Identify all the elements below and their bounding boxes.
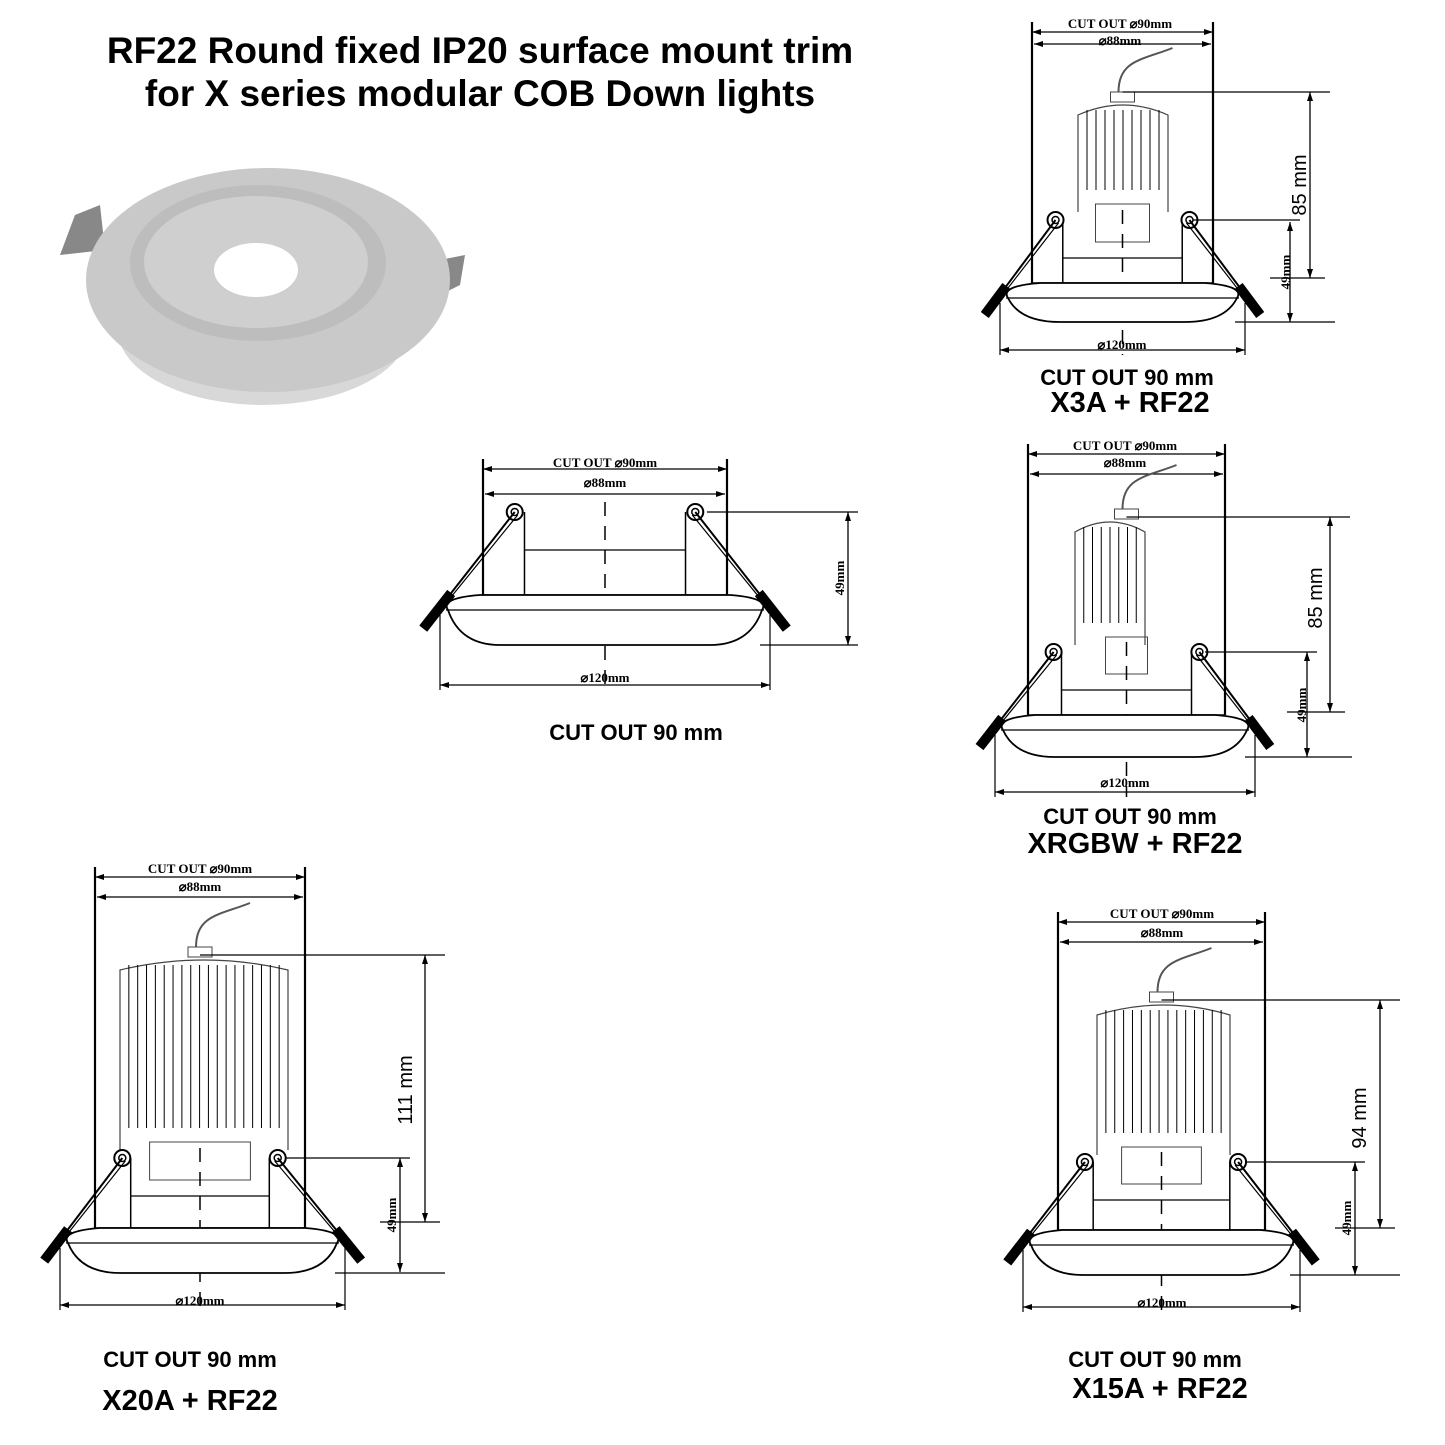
model-label: XRGBW + RF22	[1027, 828, 1242, 860]
cable-gland	[1114, 508, 1139, 520]
caption: CUT OUT 90 mm	[103, 1347, 277, 1372]
spring-tip	[331, 1226, 366, 1264]
diagram-xrgbw	[975, 444, 1352, 797]
cutout-dim-label: CUT OUT ⌀90mm	[1110, 906, 1214, 921]
inner-dim-label: ⌀88mm	[179, 879, 222, 894]
trim-clip-left	[60, 205, 105, 255]
title-line-2: for X series modular COB Down lights	[145, 73, 815, 114]
cable-gland	[1110, 91, 1135, 103]
trim-height-label: 49mm	[1278, 255, 1293, 290]
outer-dim-label: ⌀120mm	[1101, 775, 1150, 790]
power-cable	[1121, 464, 1177, 510]
diagram-trim	[419, 459, 858, 690]
height-dim-label: 85 mm	[1289, 154, 1311, 215]
spring-tip	[754, 589, 791, 632]
outer-dim-label: ⌀120mm	[581, 670, 630, 685]
inner-dim-label: ⌀88mm	[1104, 455, 1147, 470]
trim-hole	[214, 243, 298, 297]
trim-height-label: 49mm	[1294, 688, 1309, 723]
product-photo	[60, 168, 465, 405]
height-dim-label: 85 mm	[1305, 567, 1327, 628]
outer-dim-label: ⌀120mm	[1138, 1295, 1187, 1310]
spring-tip	[1288, 1228, 1320, 1266]
trim-ring	[65, 1227, 340, 1274]
spring-tip	[1234, 283, 1265, 319]
trim-height-label: 49mm	[1339, 1201, 1354, 1236]
height-dim-label: 94 mm	[1349, 1087, 1371, 1148]
power-cable	[1156, 947, 1212, 993]
spring-tip	[975, 714, 1007, 751]
outer-dim-label: ⌀120mm	[1098, 337, 1147, 352]
model-label: X3A + RF22	[1050, 387, 1209, 419]
inner-dim-label: ⌀88mm	[1099, 33, 1142, 48]
trim-ring	[1000, 714, 1250, 758]
cable-gland	[187, 946, 213, 958]
heat-sink-outline	[1074, 521, 1146, 645]
heat-sink-outline	[1096, 1004, 1231, 1155]
cutout-dim-label: CUT OUT ⌀90mm	[1068, 16, 1172, 31]
diagram-x3a	[980, 22, 1335, 355]
inner-dim-label: ⌀88mm	[1141, 925, 1184, 940]
caption: CUT OUT 90 mm	[549, 720, 723, 745]
cutout-dim-label: CUT OUT ⌀90mm	[553, 455, 657, 470]
diagram-x20a	[40, 867, 445, 1310]
inner-dim-label: ⌀88mm	[584, 475, 627, 490]
heat-sink-outline	[119, 959, 289, 1150]
power-cable	[195, 902, 251, 948]
trim-ring	[445, 594, 765, 646]
caption: CUT OUT 90 mm	[1043, 804, 1217, 829]
trim-ring	[1028, 1229, 1295, 1276]
height-dim-label: 111 mm	[395, 1055, 417, 1124]
diagram-x15a	[1003, 912, 1400, 1312]
trim-ring	[1005, 282, 1240, 323]
spring-tip	[1244, 715, 1275, 751]
spring-tip	[1003, 1228, 1035, 1266]
spring-tip	[980, 283, 1011, 319]
cable-gland	[1149, 991, 1174, 1003]
trim-height-label: 49mm	[832, 561, 847, 596]
caption: CUT OUT 90 mm	[1040, 365, 1214, 390]
model-label: X20A + RF22	[102, 1385, 277, 1417]
outer-dim-label: ⌀120mm	[176, 1293, 225, 1308]
cutout-dim-label: CUT OUT ⌀90mm	[148, 861, 252, 876]
power-cable	[1117, 47, 1173, 93]
title-line-1: RF22 Round fixed IP20 surface mount trim	[107, 30, 853, 71]
heat-sink-outline	[1077, 104, 1169, 212]
model-label: X15A + RF22	[1072, 1373, 1247, 1405]
trim-height-label: 49mm	[384, 1198, 399, 1233]
caption: CUT OUT 90 mm	[1068, 1347, 1242, 1372]
cutout-dim-label: CUT OUT ⌀90mm	[1073, 438, 1177, 453]
spring-tip	[40, 1226, 73, 1264]
spring-tip	[419, 589, 456, 632]
